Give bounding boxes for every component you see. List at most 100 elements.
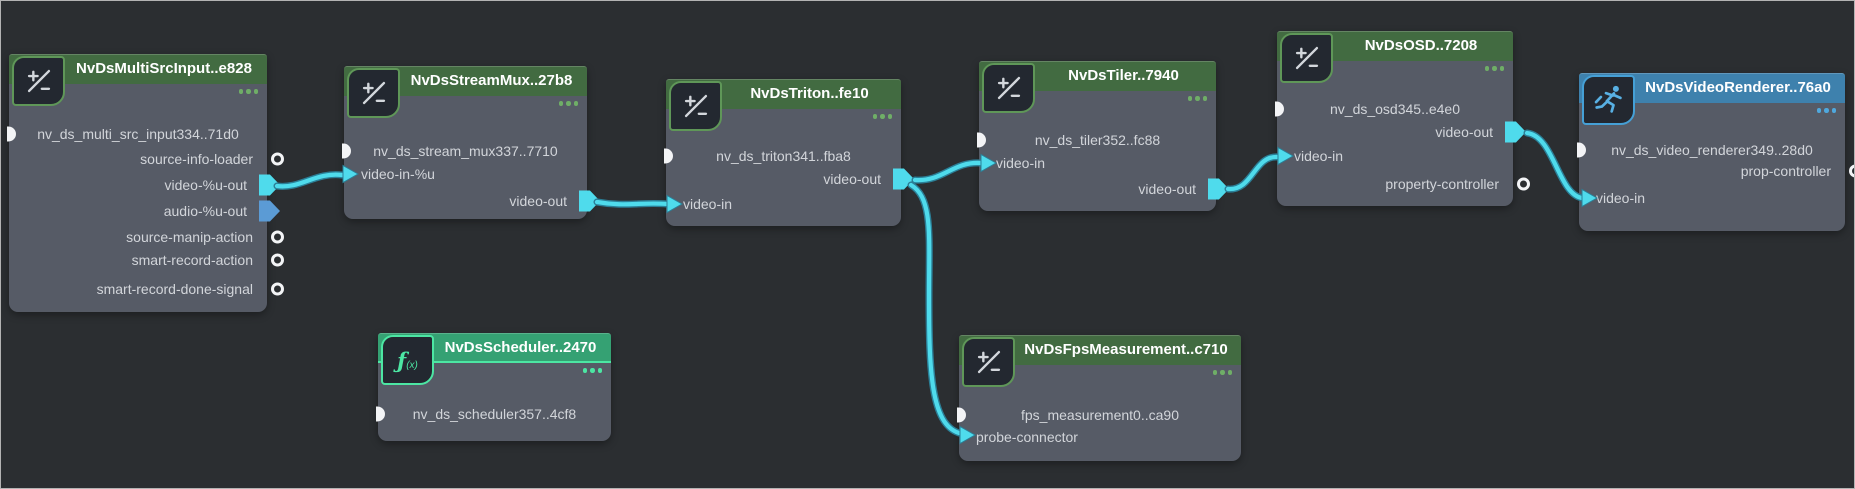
component-port[interactable] bbox=[342, 143, 351, 159]
component-port[interactable] bbox=[1275, 101, 1284, 117]
node-multisrcinput[interactable]: NvDsMultiSrcInput..e828 nv_ds_multi_src_i… bbox=[7, 54, 284, 312]
component-port[interactable] bbox=[376, 406, 385, 422]
port-row: fps_measurement0..ca90 bbox=[957, 403, 1241, 427]
port-row: prop-controller bbox=[1579, 159, 1854, 183]
signal-port[interactable] bbox=[271, 282, 284, 296]
video-out-port[interactable] bbox=[893, 168, 914, 190]
port-row: video-in-%u bbox=[344, 162, 587, 186]
port-row: probe-connector bbox=[959, 425, 1241, 449]
runner-icon bbox=[1582, 75, 1635, 125]
port-row: nv_ds_tiler352..fc88 bbox=[977, 128, 1216, 152]
port-label: nv_ds_osd345..e4e0 bbox=[1330, 101, 1460, 117]
node-title: NvDsFpsMeasurement..c710 bbox=[1024, 341, 1228, 358]
plusminus-icon bbox=[1280, 33, 1333, 83]
port-label: nv_ds_scheduler357..4cf8 bbox=[412, 406, 577, 422]
port-row: property-controller bbox=[1277, 172, 1530, 196]
plusminus-icon bbox=[982, 63, 1035, 113]
port-label: nv_ds_video_renderer349..28d0 bbox=[1611, 142, 1813, 158]
node-options-dots[interactable] bbox=[872, 114, 892, 119]
port-label: video-out bbox=[1138, 181, 1196, 197]
video-out-port[interactable] bbox=[259, 200, 280, 222]
port-label: nv_ds_tiler352..fc88 bbox=[1034, 132, 1161, 148]
port-row: nv_ds_osd345..e4e0 bbox=[1275, 97, 1513, 121]
port-row: smart-record-action bbox=[9, 248, 284, 272]
node-title: NvDsTiler..7940 bbox=[1068, 67, 1179, 84]
port-label: video-%u-out bbox=[164, 177, 248, 193]
node-options-dots[interactable] bbox=[1212, 370, 1232, 375]
signal-port[interactable] bbox=[1849, 164, 1854, 178]
port-row: nv_ds_scheduler357..4cf8 bbox=[376, 402, 611, 426]
port-label: video-in bbox=[1596, 190, 1646, 206]
node-title: NvDsScheduler..2470 bbox=[444, 339, 597, 356]
port-row: nv_ds_multi_src_input334..71d0 bbox=[7, 122, 267, 146]
port-label: video-in-%u bbox=[361, 166, 435, 182]
signal-port[interactable] bbox=[271, 253, 284, 267]
node-streammux[interactable]: NvDsStreamMux..27b8 nv_ds_stream_mux337..… bbox=[342, 66, 600, 219]
plusminus-icon bbox=[962, 337, 1015, 387]
node-options-dots[interactable] bbox=[238, 89, 258, 94]
component-port[interactable] bbox=[977, 132, 986, 148]
plusminus-icon bbox=[669, 81, 722, 131]
port-label: prop-controller bbox=[1740, 163, 1831, 179]
video-out-port[interactable] bbox=[1208, 178, 1229, 200]
port-label: video-in bbox=[683, 196, 733, 212]
node-options-dots[interactable] bbox=[558, 101, 578, 106]
port-label: fps_measurement0..ca90 bbox=[1021, 407, 1179, 423]
component-port[interactable] bbox=[7, 126, 16, 142]
port-row: video-in bbox=[979, 151, 1216, 175]
video-out-port[interactable] bbox=[579, 190, 600, 212]
node-scheduler[interactable]: NvDsScheduler..2470 ƒ(x) nv_ds_scheduler35… bbox=[376, 333, 611, 441]
signal-port[interactable] bbox=[271, 152, 284, 166]
node-options-dots[interactable] bbox=[1816, 108, 1836, 113]
node-title: NvDsVideoRenderer..76a0 bbox=[1645, 79, 1831, 96]
video-out-port[interactable] bbox=[259, 174, 280, 196]
port-row: nv_ds_triton341..fba8 bbox=[664, 144, 901, 168]
port-row: video-out bbox=[979, 177, 1229, 201]
node-body bbox=[9, 84, 267, 312]
port-label: source-info-loader bbox=[140, 151, 253, 167]
port-label: property-controller bbox=[1385, 176, 1499, 192]
node-title: NvDsTriton..fe10 bbox=[750, 85, 869, 102]
port-label: smart-record-done-signal bbox=[96, 281, 253, 297]
port-label: nv_ds_stream_mux337..7710 bbox=[373, 143, 558, 159]
port-row: video-in bbox=[1277, 144, 1513, 168]
node-title: NvDsStreamMux..27b8 bbox=[410, 72, 573, 89]
node-body bbox=[1277, 61, 1513, 206]
port-label: video-out bbox=[823, 171, 881, 187]
node-options-dots[interactable] bbox=[582, 368, 602, 373]
port-row: source-manip-action bbox=[9, 225, 284, 249]
port-row: video-out bbox=[666, 167, 914, 191]
component-port[interactable] bbox=[664, 148, 673, 164]
video-out-port[interactable] bbox=[1505, 121, 1526, 143]
port-label: nv_ds_multi_src_input334..71d0 bbox=[37, 126, 239, 142]
signal-port[interactable] bbox=[1517, 177, 1530, 191]
node-fpsmeasurement[interactable]: NvDsFpsMeasurement..c710 fps_measurement0… bbox=[957, 335, 1241, 461]
port-row: smart-record-done-signal bbox=[9, 277, 284, 301]
port-row: video-in bbox=[666, 192, 901, 216]
node-videorenderer[interactable]: NvDsVideoRenderer..76a0 nv_ds_video_rende… bbox=[1577, 73, 1854, 231]
plusminus-icon bbox=[12, 56, 65, 106]
node-title: NvDsMultiSrcInput..e828 bbox=[76, 60, 252, 77]
port-row: nv_ds_stream_mux337..7710 bbox=[342, 139, 587, 163]
port-row: video-in bbox=[1579, 186, 1845, 210]
signal-port[interactable] bbox=[271, 230, 284, 244]
port-row: video-%u-out bbox=[9, 173, 280, 197]
node-title: NvDsOSD..7208 bbox=[1364, 37, 1478, 54]
node-options-dots[interactable] bbox=[1187, 96, 1207, 101]
port-label: video-in bbox=[996, 155, 1046, 171]
port-label: video-out bbox=[509, 193, 567, 209]
port-label: video-in bbox=[1294, 148, 1344, 164]
node-options-dots[interactable] bbox=[1484, 66, 1504, 71]
node-osd[interactable]: NvDsOSD..7208 nv_ds_osd345..e4e0 video-out… bbox=[1275, 31, 1530, 206]
port-label: nv_ds_triton341..fba8 bbox=[716, 148, 851, 164]
port-row: video-out bbox=[344, 189, 600, 213]
port-label: audio-%u-out bbox=[163, 203, 247, 219]
port-label: video-out bbox=[1435, 124, 1493, 140]
plusminus-icon bbox=[347, 68, 400, 118]
port-label: smart-record-action bbox=[131, 252, 253, 268]
fx-icon: ƒ(x) bbox=[381, 335, 434, 385]
